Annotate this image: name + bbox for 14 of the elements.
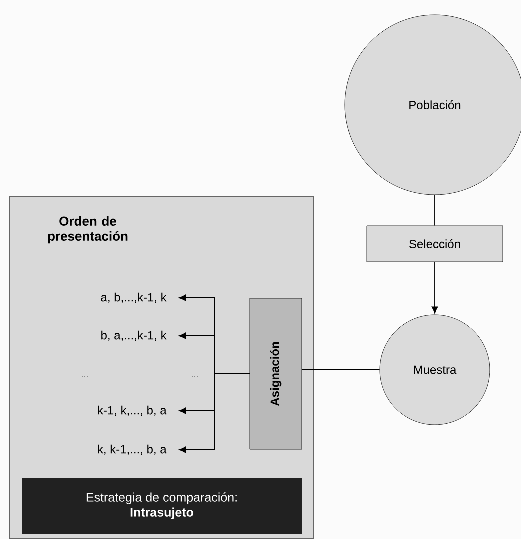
ellipsis-text: ... [192,376,198,378]
circle-node: Muestra [380,314,490,426]
connector-line [434,194,436,226]
order-text: a, b,...,k-1, k [101,292,167,304]
ellipsis-text: ... [82,376,88,378]
arrow [179,374,250,454]
arrow [432,262,438,314]
order-text: k, k-1,..., b, a [98,444,167,456]
order-text: b, a,...,k-1, k [102,330,167,342]
strategy-banner: Estrategia de comparación: Intrasujeto [22,478,302,534]
process-box: Selección [366,226,504,262]
order-text: k-1, k,..., b, a [98,406,167,416]
circle-node: Población [344,14,521,196]
assignment-box: Asignación [250,298,302,450]
